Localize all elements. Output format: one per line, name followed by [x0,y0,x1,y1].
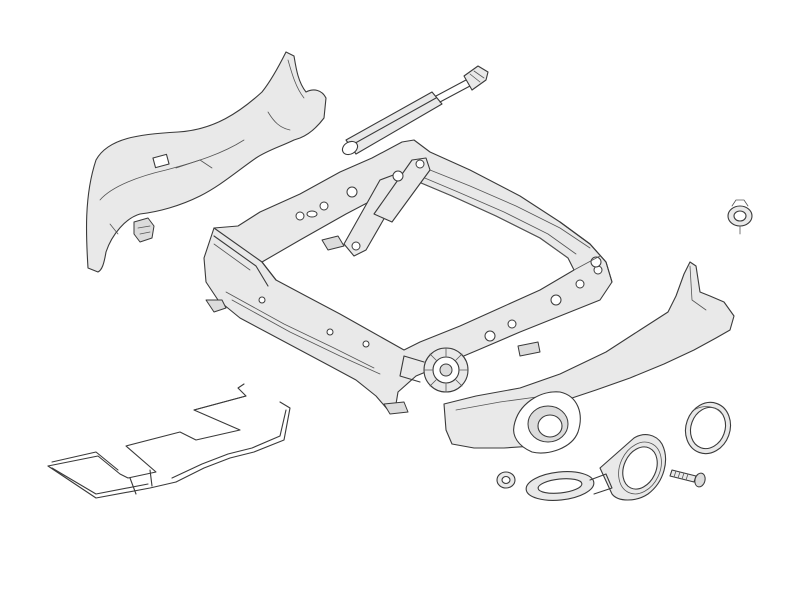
bezel-ring [599,434,666,501]
gas-strut [341,65,489,156]
small-clip [133,217,155,243]
screw [669,469,706,488]
seat-heater-wire [47,383,291,499]
push-rivet [727,199,753,235]
small-washer [496,471,516,489]
round-cap [684,401,732,455]
recliner-mechanism [399,347,469,393]
right-side-trim [443,261,735,454]
oval-spacer [525,471,613,501]
left-side-trim [85,51,327,273]
seat-frame [203,139,613,415]
